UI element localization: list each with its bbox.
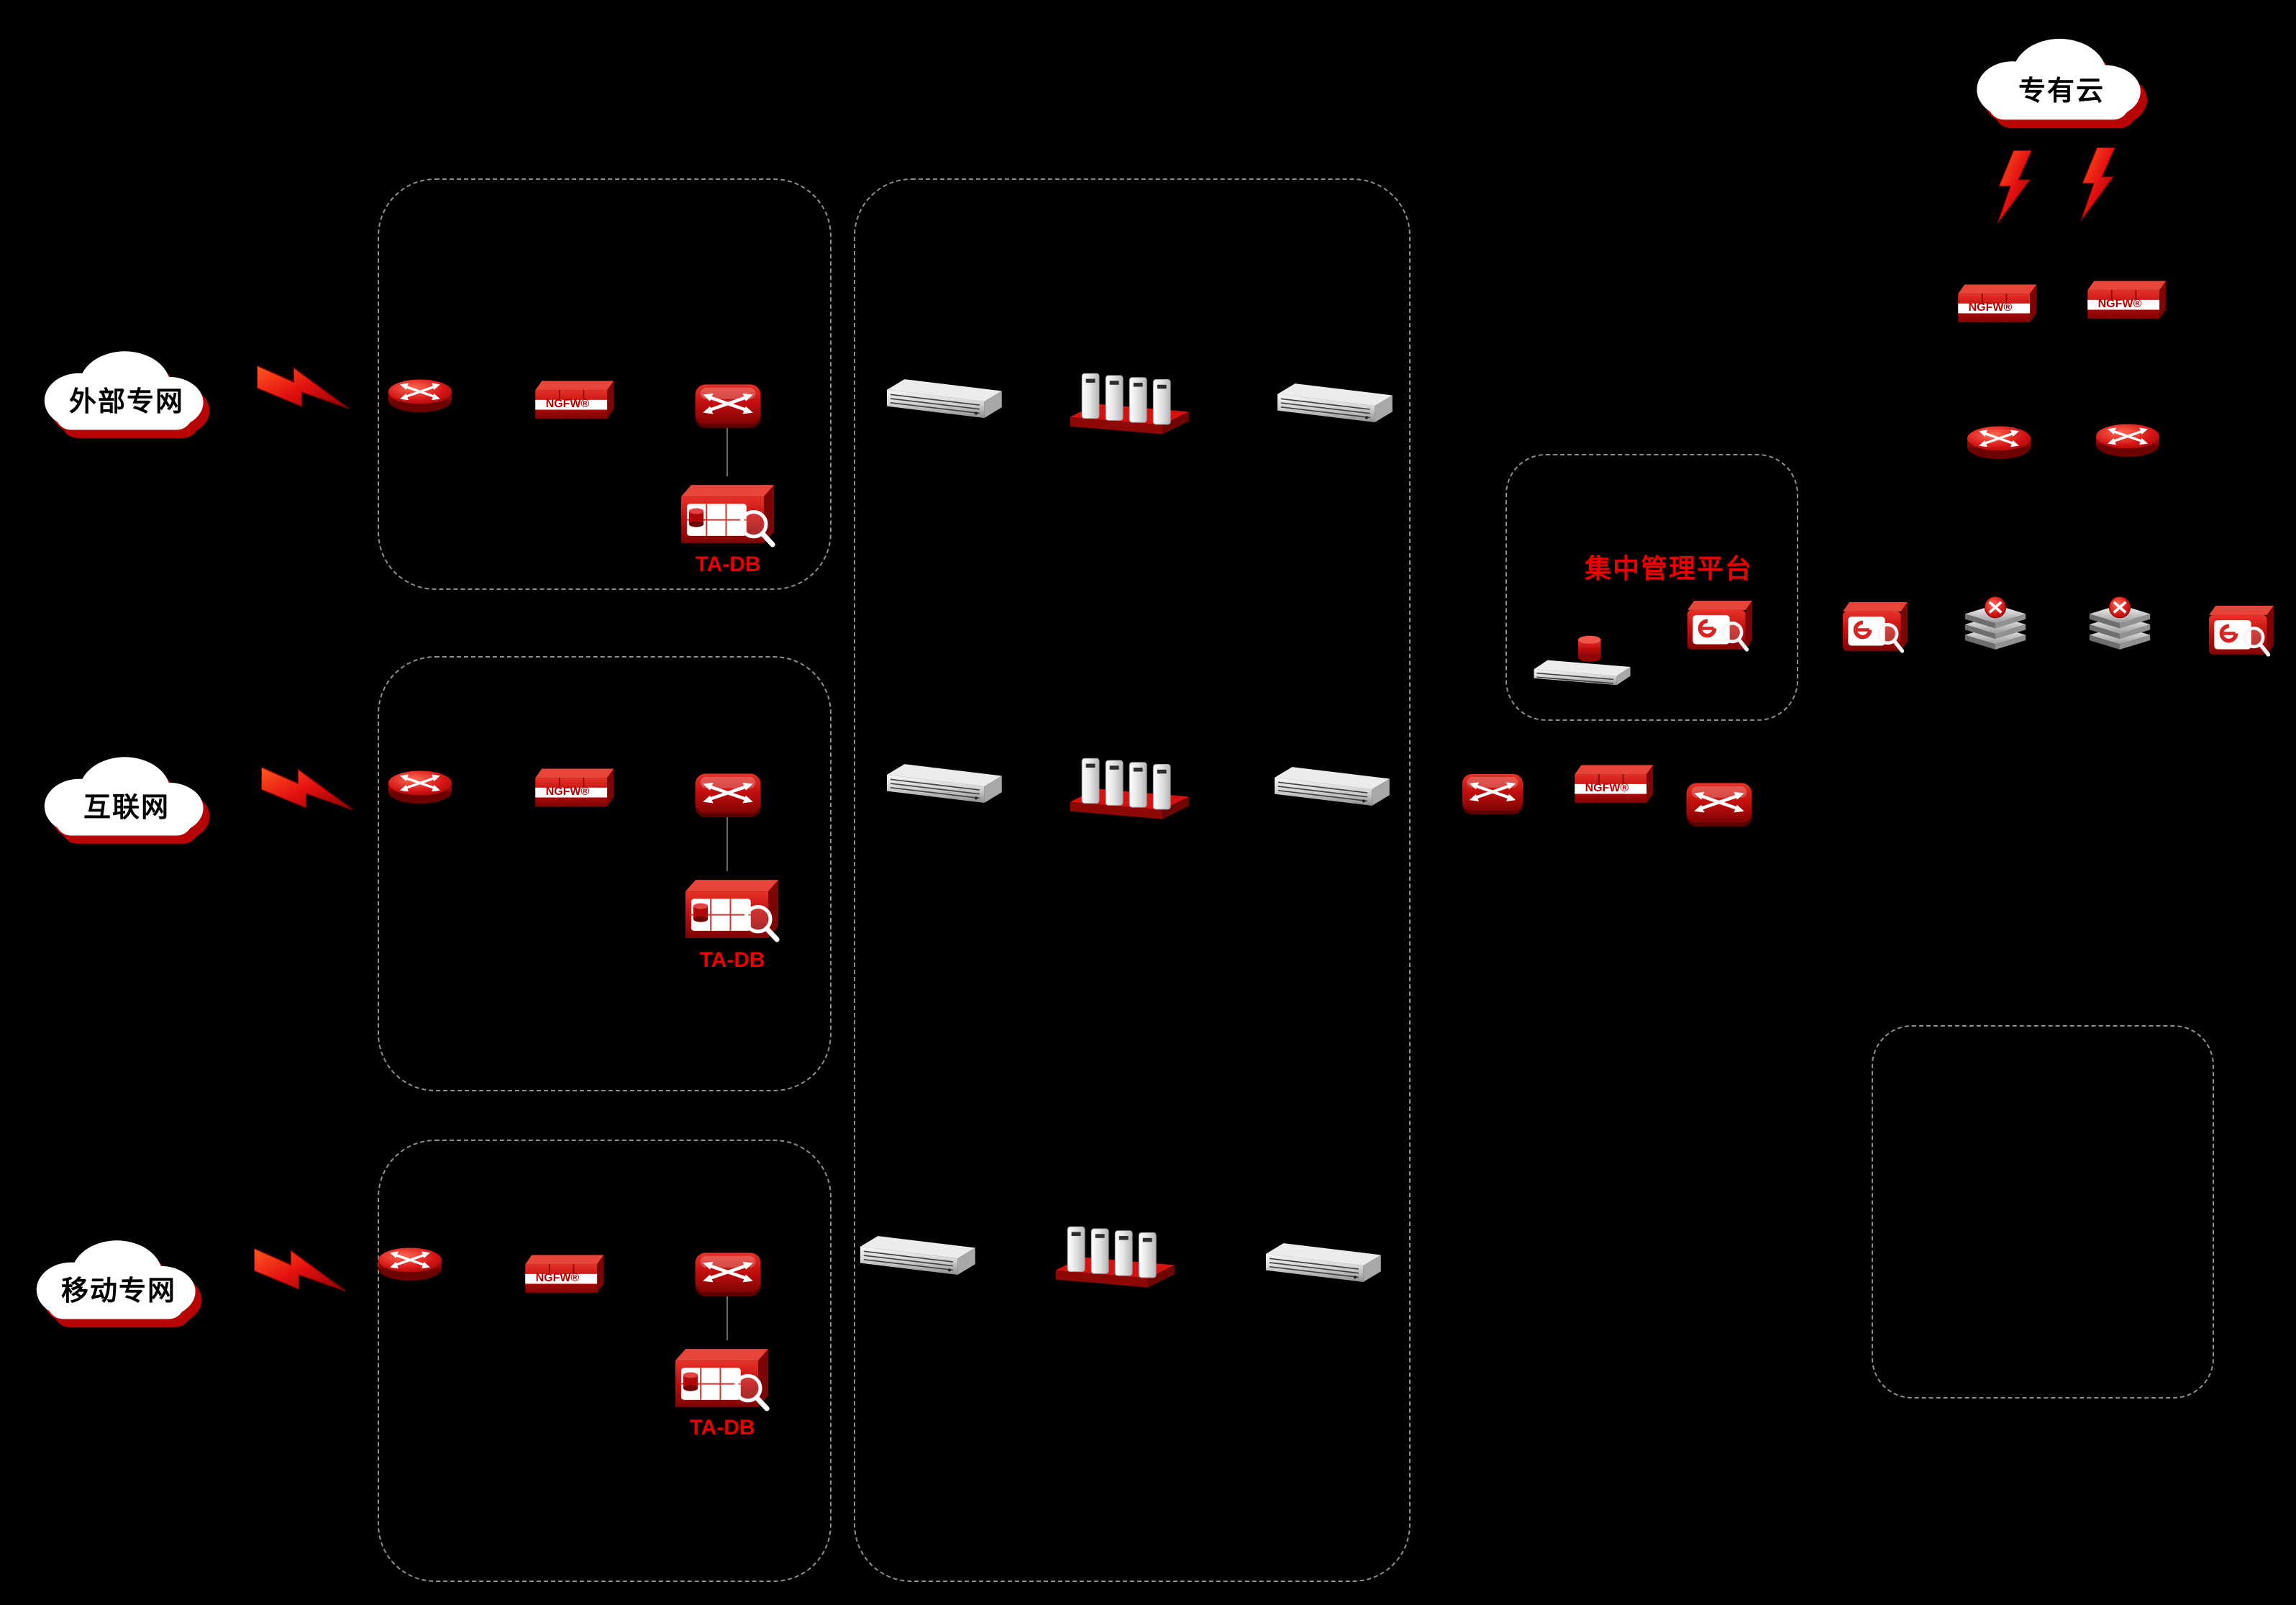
blade-server-icon	[1047, 1212, 1179, 1293]
zone-management	[1505, 454, 1798, 721]
internet-cloud-label: 互联网	[83, 793, 170, 823]
switch-icon	[691, 758, 765, 817]
lightning-icon	[239, 1240, 361, 1301]
router-icon	[1962, 420, 2036, 464]
lightning-icon	[2072, 147, 2123, 221]
private-cloud: 专有云	[1950, 24, 2173, 146]
ngfw-device-label: NGFW®	[1968, 301, 2013, 314]
db-server-icon	[1523, 629, 1647, 688]
stacked-switch-icon	[2079, 593, 2160, 656]
ngfw-device-label: NGFW®	[1585, 782, 1629, 795]
switch-icon	[691, 1237, 765, 1296]
router-icon	[383, 765, 457, 809]
external-network-cloud: 外部专网	[22, 337, 231, 455]
connector-switch-tadb	[726, 1296, 728, 1340]
mobile-network-cloud: 移动专网	[14, 1226, 223, 1345]
switch-icon	[1682, 768, 1756, 827]
router-icon	[383, 373, 457, 417]
rack-server-icon	[1274, 378, 1398, 432]
lightning-icon	[242, 358, 364, 419]
blade-server-icon	[1062, 359, 1193, 440]
management-console-icon	[2202, 598, 2279, 661]
lightning-icon	[1988, 150, 2039, 224]
router-icon	[373, 1242, 447, 1286]
zone-server-farm	[854, 178, 1411, 1582]
zone-external-network	[378, 178, 832, 590]
ngfw-device-label: NGFW®	[545, 786, 590, 799]
internet-cloud: 互联网	[22, 742, 231, 861]
management-console-icon	[1836, 594, 1913, 658]
zone-mobile-network	[378, 1140, 832, 1582]
tadb-appliance-icon	[670, 1340, 773, 1413]
blade-server-icon	[1062, 744, 1193, 824]
mobile-network-cloud-label: 移动专网	[60, 1276, 176, 1306]
tadb-appliance-icon	[676, 476, 779, 549]
tadb-appliance-icon	[680, 871, 783, 944]
rack-server-icon	[857, 1230, 981, 1284]
rack-server-icon	[883, 758, 1008, 812]
ngfw-firewall-icon: NGFW®	[530, 373, 615, 424]
ngfw-firewall-icon: NGFW®	[530, 761, 615, 812]
zone-reserved	[1872, 1025, 2214, 1399]
tadb-label: TA-DB	[689, 1416, 755, 1440]
rack-server-icon	[1262, 1237, 1387, 1291]
zone-internet	[378, 656, 832, 1091]
ngfw-firewall-icon: NGFW®	[520, 1247, 605, 1299]
rack-server-icon	[1271, 761, 1395, 815]
connector-switch-tadb	[726, 817, 728, 871]
management-console-icon	[1681, 593, 1757, 656]
switch-icon	[1457, 760, 1528, 814]
ngfw-firewall-icon: NGFW®	[1570, 758, 1654, 809]
rack-server-icon	[883, 373, 1008, 427]
external-network-cloud-label: 外部专网	[68, 387, 184, 417]
tadb-label: TA-DB	[699, 948, 765, 972]
ngfw-device-label: NGFW®	[545, 398, 590, 411]
lightning-icon	[246, 759, 368, 820]
tadb-label: TA-DB	[695, 553, 761, 576]
management-platform-label: 集中管理平台	[1585, 554, 1753, 583]
ngfw-firewall-icon: NGFW®	[1953, 277, 2038, 328]
private-cloud-label: 专有云	[2018, 76, 2105, 106]
ngfw-firewall-icon: NGFW®	[2082, 273, 2167, 324]
ngfw-device-label: NGFW®	[535, 1272, 580, 1285]
connector-switch-tadb	[726, 428, 728, 476]
switch-icon	[691, 369, 765, 428]
stacked-switch-icon	[1955, 593, 2036, 656]
ngfw-device-label: NGFW®	[2097, 298, 2142, 311]
router-icon	[2091, 418, 2164, 462]
